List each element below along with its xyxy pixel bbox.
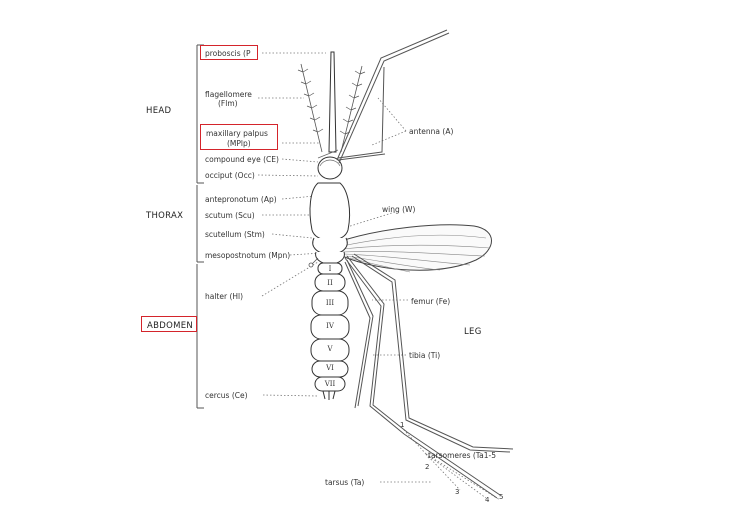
segment-label: VII [324,380,336,388]
segment-label: VI [326,364,334,372]
flagellomere [317,149,339,159]
segment-label: II [327,279,333,287]
label-occiput: occiput (Occ) [205,171,255,180]
label-scutum: scutum (Scu) [205,211,255,220]
proboscis [328,51,337,153]
label-maxillary-palpus-abbr: (MPlp) [227,139,251,148]
label-mesopostnotum: mesopostnotum (Mpn) [205,251,291,260]
label-compound-eye: compound eye (CE) [205,155,279,164]
label-scutellum: scutellum (Stm) [205,230,265,239]
segment-label: I [328,265,332,273]
maxillary-palps [297,63,366,153]
region-leg: LEG [464,327,482,337]
tarsomere-number: 2 [425,463,430,471]
segment-label: III [325,299,335,307]
segment-label: IV [326,322,334,330]
highlight-box-maxillary-palpus [200,124,278,150]
thorax [309,182,351,265]
antenna [336,29,450,164]
highlight-box-abdomen [141,316,197,332]
region-head: HEAD [146,106,172,116]
highlight-box-proboscis [200,45,258,60]
label-flagellomere-abbr: (Flm) [218,99,238,108]
label-tibia: tibia (Ti) [409,351,441,360]
region-thorax: THORAX [146,211,184,221]
tarsomere-number: 4 [485,496,490,504]
label-antenna: antenna (A) [409,127,454,136]
label-halter: halter (Hl) [205,292,244,301]
label-tarsomeres: tarsomeres (Ta1-5 [428,451,496,460]
tarsomere-number: 5 [499,493,504,501]
label-maxillary-palpus: maxillary palpus [206,129,268,138]
label-antepronotum: antepronotum (Ap) [205,195,277,204]
label-flagellomere: flagellomere [205,90,252,99]
tarsomere-number: 1 [400,421,405,429]
legs [344,253,514,499]
label-cercus: cercus (Ce) [205,391,248,400]
segment-label: V [327,345,333,353]
abdomen [310,262,350,400]
wing [337,224,492,273]
label-femur: femur (Fe) [411,297,451,306]
compound-eye [317,156,343,180]
halter [308,257,319,268]
label-tarsus: tarsus (Ta) [325,478,365,487]
region-abdomen: ABDOMEN [147,321,194,331]
label-wing: wing (W) [382,205,416,214]
tarsomere-number: 3 [455,488,460,496]
label-proboscis: proboscis (P [205,49,251,58]
